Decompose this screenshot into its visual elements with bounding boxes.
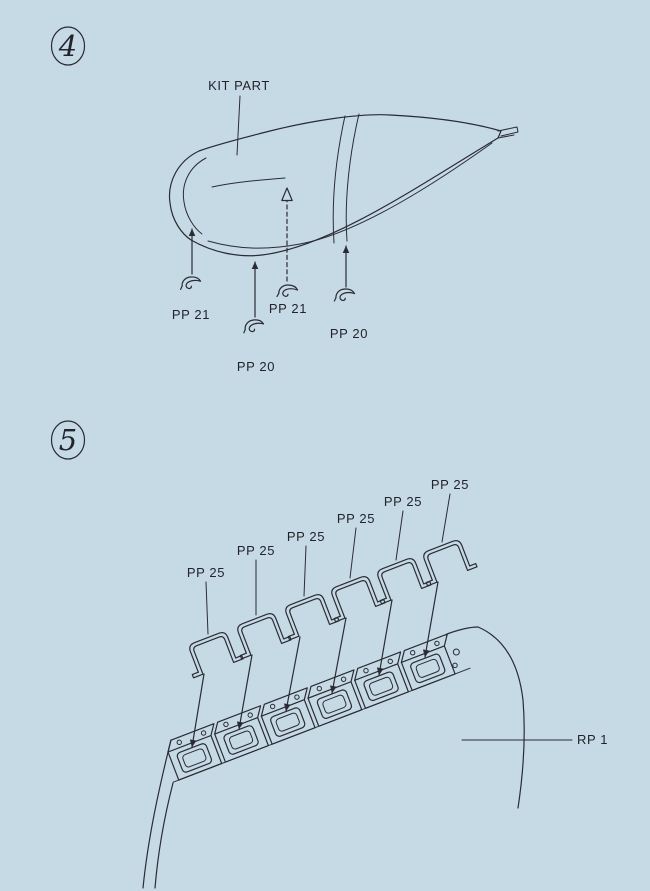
kit-part-leader-line xyxy=(236,95,241,156)
step-5-badge: 5 xyxy=(50,420,86,460)
panel-right-edge xyxy=(446,626,525,809)
attach-arrow xyxy=(189,673,205,748)
pp25-leader-lines xyxy=(205,493,451,635)
attach-arrow xyxy=(422,581,439,658)
step-4-number: 4 xyxy=(58,29,77,63)
part-label-pp20-right: PP 20 xyxy=(330,326,368,341)
part-label-pp25-1: PP 25 xyxy=(187,565,225,580)
part-label-pp25-5: PP 25 xyxy=(384,494,422,509)
step-4-section: 4 KIT PART PP 21 PP 21 PP 20 PP 20 xyxy=(50,26,519,374)
step-4-assembly-arrows xyxy=(188,187,350,318)
step-5-assembly-arrows xyxy=(189,581,439,748)
attach-arrow xyxy=(236,654,253,730)
canopy-outline xyxy=(168,114,502,257)
attach-arrow xyxy=(330,617,347,694)
part-label-pp21-mid: PP 21 xyxy=(269,301,307,316)
step-4-badge: 4 xyxy=(50,26,86,66)
part-label-pp25-6: PP 25 xyxy=(431,477,469,492)
hollow-arrowhead xyxy=(281,187,293,202)
canopy-tail-tab xyxy=(497,126,519,139)
panel-label-rp1: RP 1 xyxy=(577,732,608,747)
step-5-badge-circle xyxy=(50,420,86,460)
canopy-frame-hoop-front xyxy=(332,115,346,244)
part-label-pp20-mid: PP 20 xyxy=(237,359,275,374)
panel-left-edge-inner xyxy=(154,782,174,889)
panel-surface-line xyxy=(172,667,471,783)
part-label-pp25-2: PP 25 xyxy=(237,543,275,558)
part-label-pp21-left: PP 21 xyxy=(172,307,210,322)
kit-part-label: KIT PART xyxy=(208,78,270,93)
leader-line xyxy=(349,527,357,579)
panel-hole xyxy=(452,662,458,669)
step-5-number: 5 xyxy=(59,423,77,457)
part-label-pp25-3: PP 25 xyxy=(287,529,325,544)
canopy-bottom-rail xyxy=(207,142,493,249)
leader-line xyxy=(395,510,404,561)
step-5-section: 5 PP 25 PP 25 PP 25 PP 25 PP 25 PP 25 xyxy=(50,420,608,889)
leader-line xyxy=(441,493,451,543)
step-4-badge-circle xyxy=(50,26,86,66)
attach-arrow xyxy=(284,636,301,712)
canopy-open-end-inner-edge xyxy=(182,157,207,235)
windscreen-frame-line xyxy=(211,177,286,188)
panel-hole xyxy=(452,648,460,656)
panel-left-edge-outer xyxy=(142,739,172,889)
attach-arrow xyxy=(376,599,393,676)
rp1-detail-strip xyxy=(163,633,471,783)
canopy-frame-hoop-rear xyxy=(345,113,360,242)
canopy-drawing xyxy=(168,113,519,257)
leader-line xyxy=(205,581,209,635)
rp1-panel-drawing xyxy=(142,626,573,889)
leader-line xyxy=(303,545,307,597)
part-label-pp25-4: PP 25 xyxy=(337,511,375,526)
